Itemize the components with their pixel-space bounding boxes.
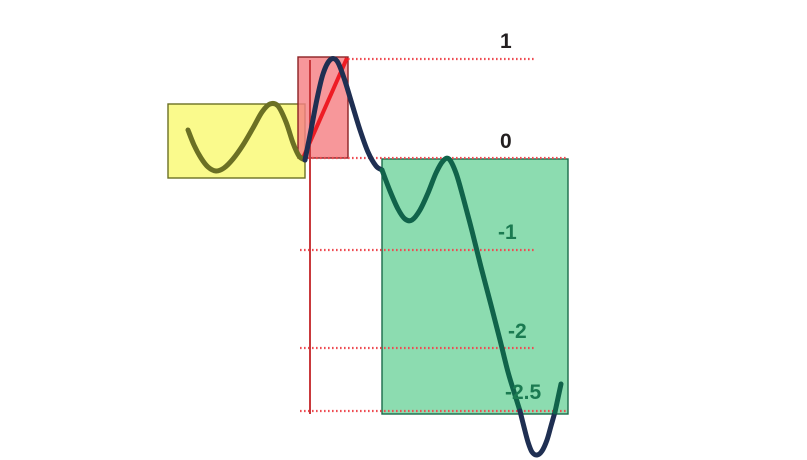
curve-olive-sine-segment [185,100,308,174]
curve-navy-main-curve [302,56,385,173]
curve-teal-tail-in-green [552,381,564,415]
gridline-layer [300,57,568,413]
green-region [381,158,569,415]
curve-navy-bottom-tail [517,408,558,458]
y-axis-label-neg2-5: -2.5 [505,381,542,404]
curve-teal-curve-in-green [379,155,523,414]
y-axis-label-0: 0 [500,130,512,153]
y-axis-label-neg1: -1 [498,221,517,244]
y-axis-label-1: 1 [500,30,512,53]
curve-layer [185,56,564,458]
y-axis-label-neg2: -2 [508,320,527,343]
